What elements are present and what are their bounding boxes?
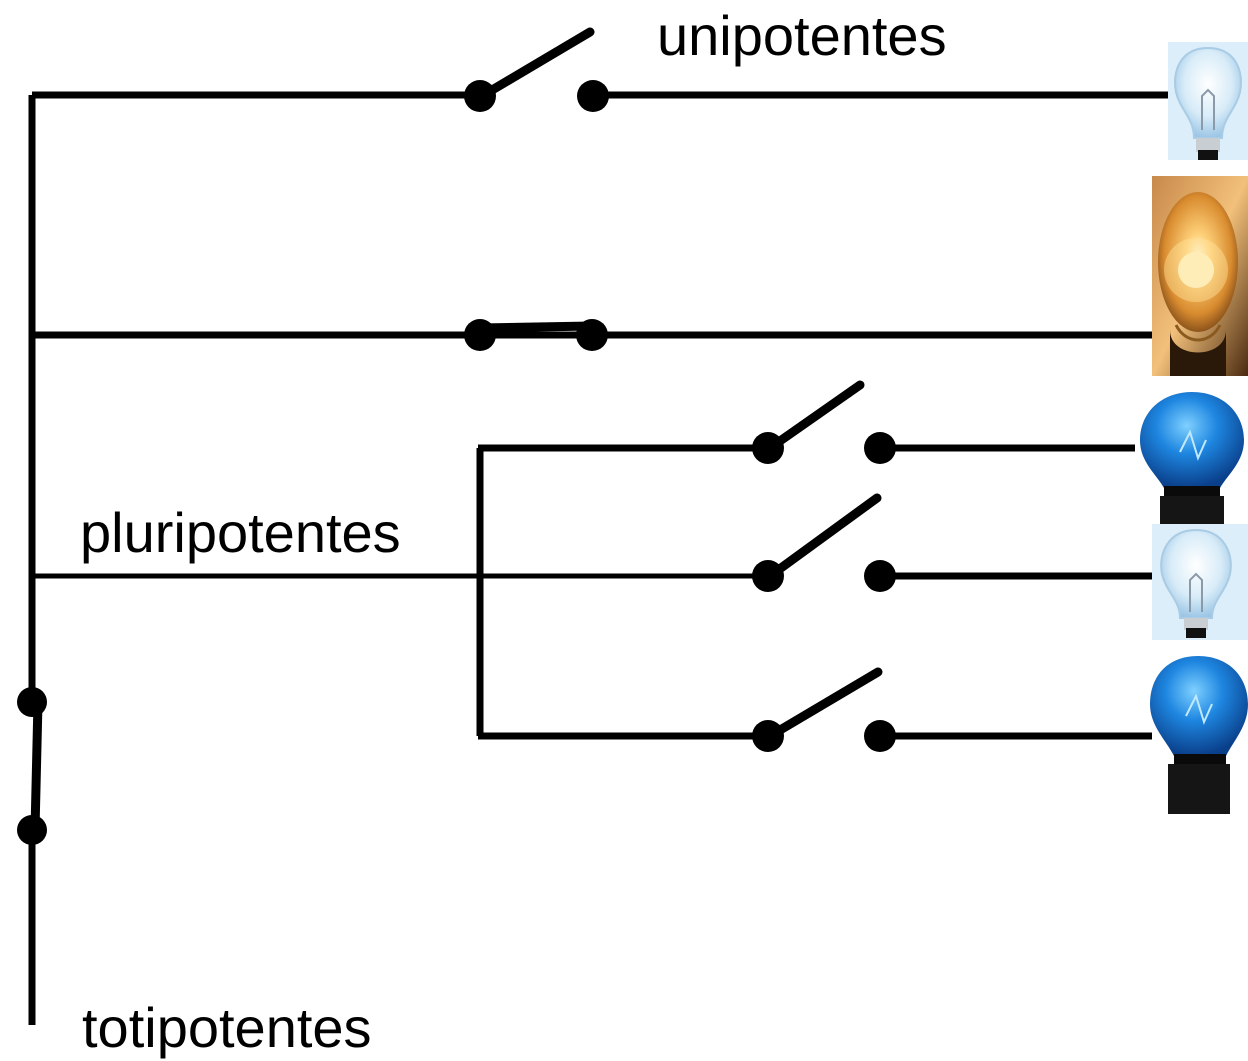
lit-branch	[32, 319, 1152, 351]
bulb-3-blue-icon	[1140, 392, 1244, 524]
pluripotent-switch-1-lever	[765, 380, 865, 453]
pluripotent-switch-2	[752, 493, 1152, 592]
totipotent-switch-contact-bottom	[17, 815, 47, 845]
pluripotent-branch	[32, 380, 1152, 752]
pluripotent-switch-1	[752, 380, 1135, 464]
pluripotent-switch-2-contact-left	[752, 560, 784, 592]
totipotent-switch-lever	[30, 697, 43, 835]
lit-branch-switch-contact-right	[576, 319, 608, 351]
unipotent-switch-contact-right	[577, 80, 609, 112]
bulb-2-lit-icon	[1152, 176, 1248, 376]
lit-branch-switch-lever	[475, 321, 597, 333]
pluripotent-switch-3	[752, 667, 1152, 752]
bulb-1-clear-icon	[1168, 42, 1248, 160]
pluripotent-switch-2-lever	[765, 493, 882, 581]
totipotent-switch	[17, 687, 47, 845]
pluripotent-label: pluripotentes	[80, 501, 401, 564]
unipotent-label: unipotentes	[657, 4, 947, 67]
lit-branch-switch-contact-left	[464, 319, 496, 351]
pluripotent-switch-3-lever	[765, 667, 883, 741]
pluripotent-switch-3-contact-left	[752, 720, 784, 752]
unipotent-branch	[32, 27, 1168, 112]
totipotent-switch-contact-top	[17, 687, 47, 717]
unipotent-switch-contact-left	[464, 80, 496, 112]
totipotent-label: totipotentes	[82, 996, 372, 1059]
bulb-4-clear-icon	[1152, 524, 1248, 640]
unipotent-switch-lever	[477, 27, 595, 101]
bulb-5-blue-icon	[1150, 656, 1248, 814]
pluripotent-switch-1-contact-left	[752, 432, 784, 464]
